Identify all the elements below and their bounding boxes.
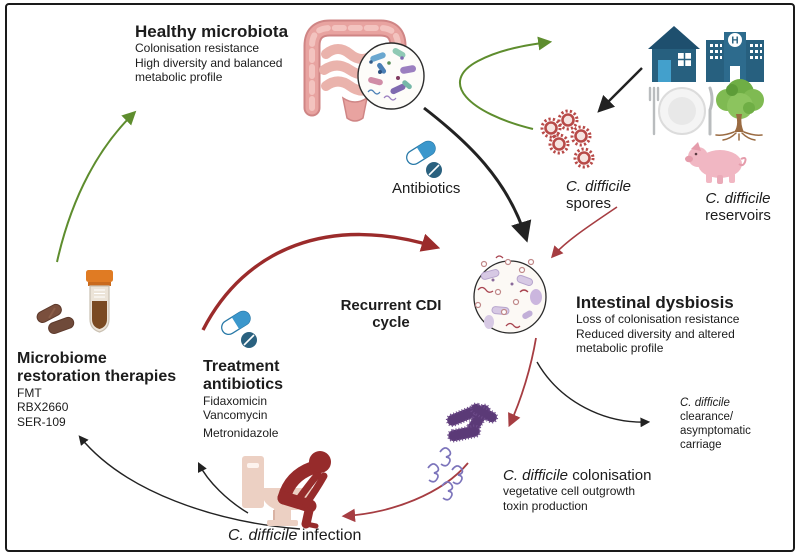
arrow-reservoirs-to-spores: [597, 67, 643, 113]
intestinal-dysbiosis-node: Intestinal dysbiosis Loss of colonisatio…: [576, 293, 739, 356]
c-difficile-infection-label: C. difficile infection: [228, 527, 362, 544]
arrow-spores-cleared-loop: [458, 36, 553, 130]
vegetative-cells-icon: [445, 402, 499, 443]
antibiotic-pills-icon: [406, 140, 442, 178]
plate-icon: [648, 86, 714, 136]
intestinal-dysbiosis-title: Intestinal dysbiosis: [576, 293, 734, 312]
species-name: C. difficile: [705, 190, 771, 207]
arrow-dysbiosis-to-colonisation: [508, 337, 537, 428]
colonisation-node: C. difficile colonisation vegetative cel…: [503, 467, 652, 513]
species-name: C. difficile: [228, 527, 298, 544]
healthy-microbiota-title: Healthy microbiota: [135, 22, 289, 41]
c-difficile-reservoirs-label: C. difficile reservoirs: [705, 190, 771, 224]
toxins-icon: [427, 447, 464, 501]
arrow-colonisation-to-infection: [341, 462, 469, 523]
arrow-restoration-to-healthy: [56, 110, 137, 263]
spores-icon: [540, 109, 595, 169]
arrow-recurrence-to-dysbiosis: [201, 232, 441, 331]
intestinal-dysbiosis-line: metabolic profile: [576, 341, 664, 356]
healthy-microbiota-line: Colonisation resistance: [135, 41, 260, 56]
clearance-label: C. difficile clearance/ asymptomatic car…: [680, 397, 751, 452]
drug-name: Fidaxomicin: [203, 393, 268, 408]
hospital-letter: H: [731, 36, 738, 47]
c-difficile-spores-label: C. difficile spores: [566, 178, 632, 212]
arrow-antibiotics-to-dysbiosis: [423, 106, 532, 243]
arrow-dysbiosis-to-clearance: [536, 361, 651, 428]
intestinal-dysbiosis-line: Loss of colonisation resistance: [576, 312, 740, 327]
figure-border: [5, 3, 795, 552]
arrow-infection-to-treatment: [197, 461, 249, 514]
house-icon: [648, 26, 700, 82]
healthy-microbiota-node: Healthy microbiota Colonisation resistan…: [135, 22, 288, 85]
treatment-pills-icon: [221, 310, 257, 348]
therapy-name: RBX2660: [17, 400, 69, 415]
drug-name: Vancomycin: [203, 408, 268, 423]
therapy-name: SER-109: [17, 415, 66, 430]
drug-name: Metronidazole: [203, 426, 279, 441]
sample-tube-icon: [86, 270, 113, 333]
microbiome-restoration-node: Microbiome restoration therapies FMT RBX…: [17, 350, 177, 430]
therapy-name: FMT: [17, 385, 42, 400]
species-name: C. difficile: [680, 397, 730, 409]
tree-icon: [715, 79, 764, 141]
hospital-icon: H: [706, 32, 764, 82]
healthy-microbiota-line: High diversity and balanced: [135, 55, 283, 70]
microbiota-magnifier-icon: [357, 42, 425, 110]
antibiotics-label: Antibiotics: [392, 180, 461, 197]
toilet-person-icon: [242, 451, 331, 529]
treatment-antibiotics-node: Treatment antibiotics Fidaxomicin Vancom…: [203, 358, 284, 441]
pig-icon: [685, 142, 747, 184]
dysbiosis-magnifier-icon: [473, 255, 547, 334]
fmt-capsules-icon: [36, 303, 75, 335]
intestine-icon: [303, 19, 407, 122]
healthy-microbiota-line: metabolic profile: [135, 70, 223, 85]
species-name: C. difficile: [566, 178, 632, 195]
species-name: C. difficile: [503, 467, 569, 484]
recurrent-cdi-cycle-label: Recurrent CDI cycle: [340, 297, 442, 331]
arrow-spores-to-dysbiosis: [550, 206, 618, 259]
intestinal-dysbiosis-line: Reduced diversity and altered: [576, 326, 735, 341]
